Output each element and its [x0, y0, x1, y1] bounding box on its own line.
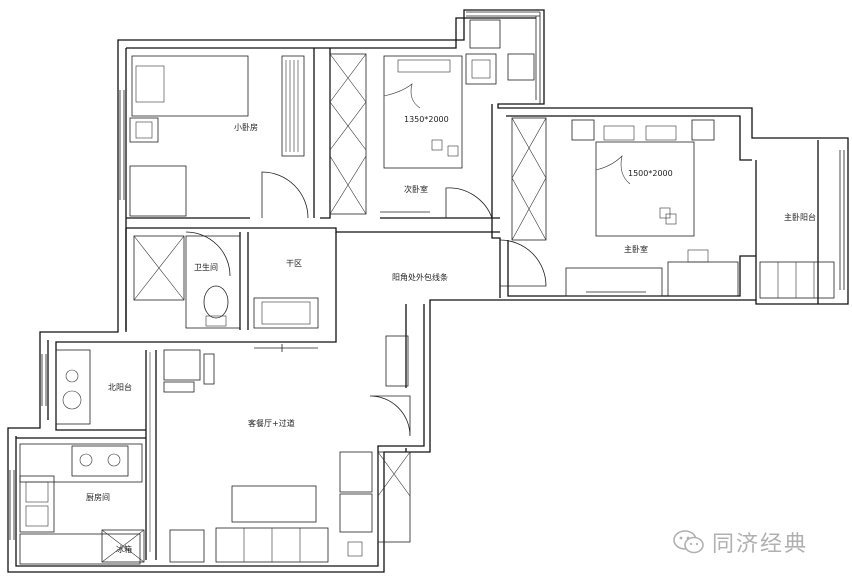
label-living-dining: 客餐厅+过道 [248, 418, 295, 428]
living-dining-furniture [163, 335, 411, 563]
watermark-text: 同济经典 [712, 532, 809, 557]
kitchen-fixtures [19, 349, 151, 565]
watermark: 同济经典 [672, 526, 808, 558]
master-bedroom-furniture [511, 117, 835, 299]
label-master-balcony: 主卧阳台 [784, 212, 816, 222]
interior-walls [16, 48, 819, 560]
label-bathroom: 卫生间 [194, 262, 218, 272]
doors [185, 171, 547, 437]
label-second-bed-size: 1350*2000 [404, 115, 449, 124]
label-kitchen: 厨房间 [86, 492, 110, 502]
label-master-bedroom: 主卧室 [624, 244, 648, 254]
label-passage-note: 阳角处外包线条 [392, 272, 448, 282]
label-north-balcony: 北阳台 [108, 382, 132, 392]
bathroom-fixtures [133, 235, 319, 329]
label-fridge: 冰箱 [116, 544, 132, 554]
label-dry-zone: 干区 [286, 259, 302, 268]
label-second-bedroom: 次卧室 [404, 184, 428, 194]
small-bedroom-furniture [129, 55, 305, 217]
label-master-bed-size: 1500*2000 [628, 169, 673, 178]
windows [9, 11, 845, 540]
wechat-icon [673, 530, 704, 554]
label-small-bedroom: 小卧房 [234, 122, 258, 132]
room-labels: 小卧房 次卧室 1350*2000 主卧室 1500*2000 主卧阳台 卫生间… [86, 115, 816, 554]
second-bedroom-furniture [329, 19, 535, 215]
